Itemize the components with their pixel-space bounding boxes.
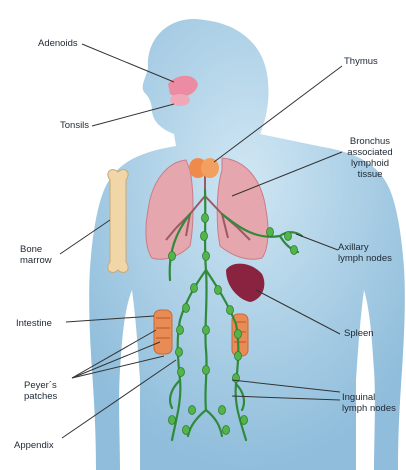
label-inguinal: Inguinal lymph nodes <box>342 392 396 414</box>
label-bone-marrow-line1: Bone <box>20 244 52 255</box>
label-tonsils: Tonsils <box>60 120 89 131</box>
label-inguinal-line1: Inguinal <box>342 392 396 403</box>
label-spleen: Spleen <box>344 328 374 339</box>
label-adenoids: Adenoids <box>38 38 78 49</box>
label-bronchus-line3: lymphoid <box>340 158 400 169</box>
label-axillary-line1: Axillary <box>338 242 392 253</box>
label-appendix: Appendix <box>14 440 54 451</box>
label-peyers-line2: patches <box>24 391 57 402</box>
bone-organ <box>108 170 128 273</box>
label-thymus: Thymus <box>344 56 378 67</box>
label-bronchus-line1: Bronchus <box>340 136 400 147</box>
label-bronchus-line4: tissue <box>340 169 400 180</box>
thymus-organ <box>189 158 219 178</box>
label-bone-marrow: Bone marrow <box>20 244 52 266</box>
label-bone-marrow-line2: marrow <box>20 255 52 266</box>
label-intestine: Intestine <box>16 318 52 329</box>
label-bronchus-line2: associated <box>340 147 400 158</box>
label-axillary: Axillary lymph nodes <box>338 242 392 264</box>
label-axillary-line2: lymph nodes <box>338 253 392 264</box>
label-peyers-patches: Peyer´s patches <box>24 380 57 402</box>
label-bronchus: Bronchus associated lymphoid tissue <box>340 136 400 180</box>
label-peyers-line1: Peyer´s <box>24 380 57 391</box>
label-inguinal-line2: lymph nodes <box>342 403 396 414</box>
